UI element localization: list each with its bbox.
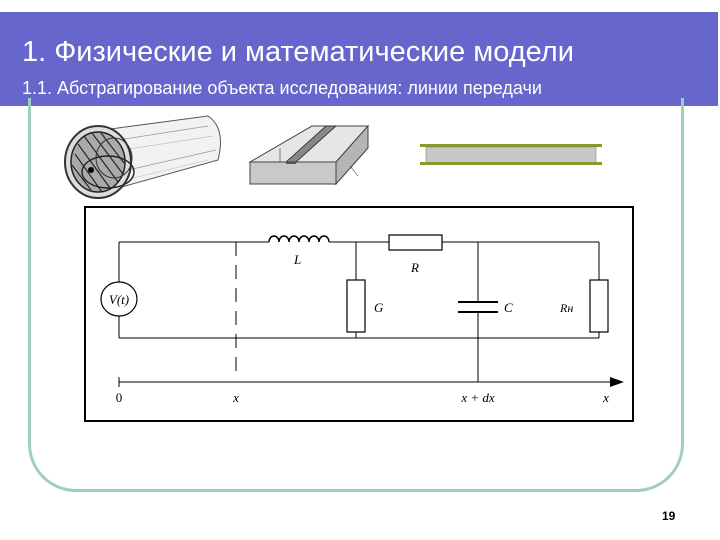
microstrip-line-illustration: [248, 124, 370, 186]
title-underline: [0, 108, 636, 110]
stripline-illustration: [420, 144, 602, 165]
conductance-label: G: [374, 300, 384, 315]
slide-subtitle: 1.1. Абстрагирование объекта исследовани…: [22, 78, 542, 98]
capacitor-label: C: [504, 300, 513, 315]
coaxial-cable-illustration: [64, 115, 221, 199]
axis-label-x-end: x: [602, 390, 609, 405]
conductance-g-symbol: [346, 279, 366, 333]
content-frame: [28, 98, 684, 492]
axis-label-x: x: [232, 390, 239, 405]
resistor-r-symbol: [388, 234, 443, 251]
inductor-label: L: [293, 252, 301, 267]
load-label: Rн: [559, 301, 573, 315]
stripline-bottom-conductor: [420, 162, 602, 165]
source-label: V(t): [109, 292, 129, 307]
resistor-label: R: [410, 260, 419, 275]
axis-label-origin: 0: [116, 390, 123, 405]
title-bar: 1. Физические и математические модели 1.…: [0, 12, 718, 110]
voltage-source-symbol: [100, 281, 138, 317]
capacitor-c-symbol: [458, 301, 498, 313]
page-number: 19: [662, 509, 676, 523]
load-resistor-symbol: [589, 279, 609, 333]
axis-label-x-plus-dx: x + dx: [460, 390, 495, 405]
stripline-dielectric: [425, 146, 597, 164]
stripline-top-conductor: [420, 144, 602, 147]
slide-title: 1. Физические и математические модели: [22, 36, 574, 68]
equivalent-circuit-diagram: V(t) L R G C Rн 0 x x + dx x: [84, 206, 634, 422]
